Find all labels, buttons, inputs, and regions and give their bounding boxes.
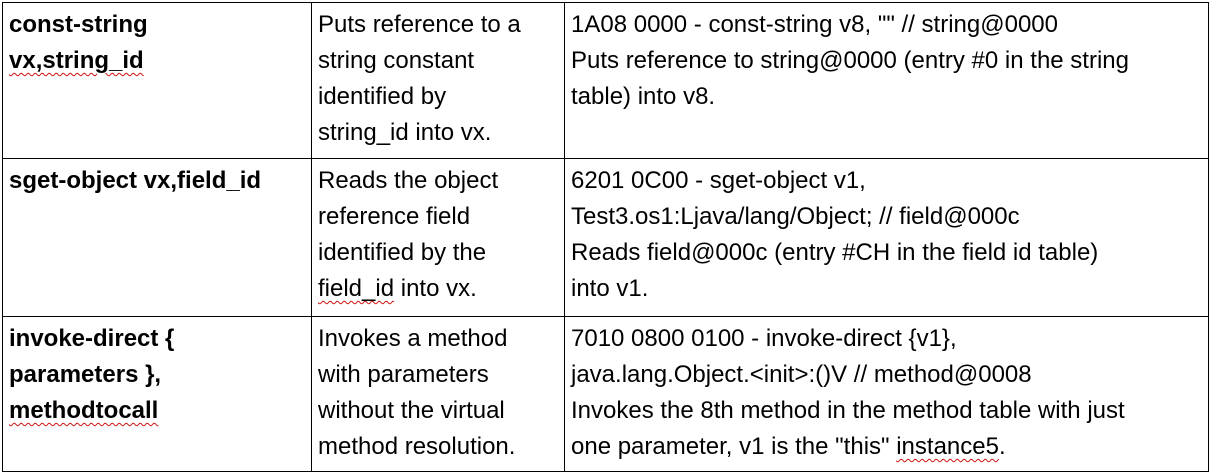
- description-line: with parameters: [318, 361, 489, 388]
- spellcheck-flagged-word: field_id: [318, 275, 395, 302]
- description-line: without the virtual: [318, 397, 505, 424]
- example-line: table) into v8.: [571, 83, 716, 110]
- description-line: field_id into vx.: [318, 271, 558, 307]
- example-line: 6201 0C00 - sget-object v1,: [571, 167, 866, 194]
- instruction-cell: invoke-direct { parameters }, methodtoca…: [2, 316, 312, 472]
- spellcheck-flagged-word: vx,string_id: [9, 47, 144, 74]
- instruction-line: methodtocall: [9, 393, 305, 429]
- table-row: const-string vx,string_id Puts reference…: [2, 2, 1209, 159]
- description-line: method resolution.: [318, 433, 516, 460]
- description-cell: Invokes a method with parameters without…: [311, 316, 565, 472]
- example-line: Puts reference to string@0000 (entry #0 …: [571, 47, 1129, 74]
- description-line: Reads the object: [318, 167, 499, 194]
- description-line: identified by: [318, 83, 447, 110]
- description-line: Puts reference to a: [318, 11, 521, 38]
- text-segment: .: [998, 433, 1006, 460]
- spellcheck-flagged-word: instance5: [896, 433, 999, 460]
- example-line: one parameter, v1 is the "this" instance…: [571, 429, 1202, 465]
- example-line: 1A08 0000 - const-string v8, "" // strin…: [571, 11, 1058, 38]
- description-line: reference field: [318, 203, 471, 230]
- instruction-line: invoke-direct {: [9, 325, 175, 352]
- table-row: invoke-direct { parameters }, methodtoca…: [2, 316, 1209, 472]
- description-line: identified by the: [318, 239, 487, 266]
- text-segment: into vx.: [394, 275, 477, 302]
- example-cell: 7010 0800 0100 - invoke-direct {v1}, jav…: [564, 316, 1209, 472]
- example-cell: 6201 0C00 - sget-object v1, Test3.os1:Lj…: [564, 158, 1209, 317]
- spellcheck-flagged-word: methodtocall: [9, 397, 159, 424]
- example-cell: 1A08 0000 - const-string v8, "" // strin…: [564, 2, 1209, 159]
- instruction-line: parameters },: [9, 361, 162, 388]
- example-line: Reads field@000c (entry #CH in the field…: [571, 239, 1099, 266]
- instruction-line: vx,string_id: [9, 43, 305, 79]
- instruction-line: sget-object vx,field_id: [9, 167, 262, 194]
- description-line: string_id into vx.: [318, 119, 492, 146]
- instruction-line: const-string: [9, 11, 148, 38]
- description-cell: Puts reference to a string constant iden…: [311, 2, 565, 159]
- text-segment: one parameter, v1 is the "this": [571, 433, 897, 460]
- instruction-cell: const-string vx,string_id: [2, 2, 312, 159]
- example-line: into v1.: [571, 275, 649, 302]
- description-cell: Reads the object reference field identif…: [311, 158, 565, 317]
- instruction-cell: sget-object vx,field_id: [2, 158, 312, 317]
- example-line: Invokes the 8th method in the method tab…: [571, 397, 1125, 424]
- example-line: Test3.os1:Ljava/lang/Object; // field@00…: [571, 203, 1020, 230]
- table-row: sget-object vx,field_id Reads the object…: [2, 158, 1209, 317]
- example-line: 7010 0800 0100 - invoke-direct {v1},: [571, 325, 957, 352]
- example-line: java.lang.Object.<init>:()V // method@00…: [571, 361, 1032, 388]
- description-line: Invokes a method: [318, 325, 508, 352]
- description-line: string constant: [318, 47, 475, 74]
